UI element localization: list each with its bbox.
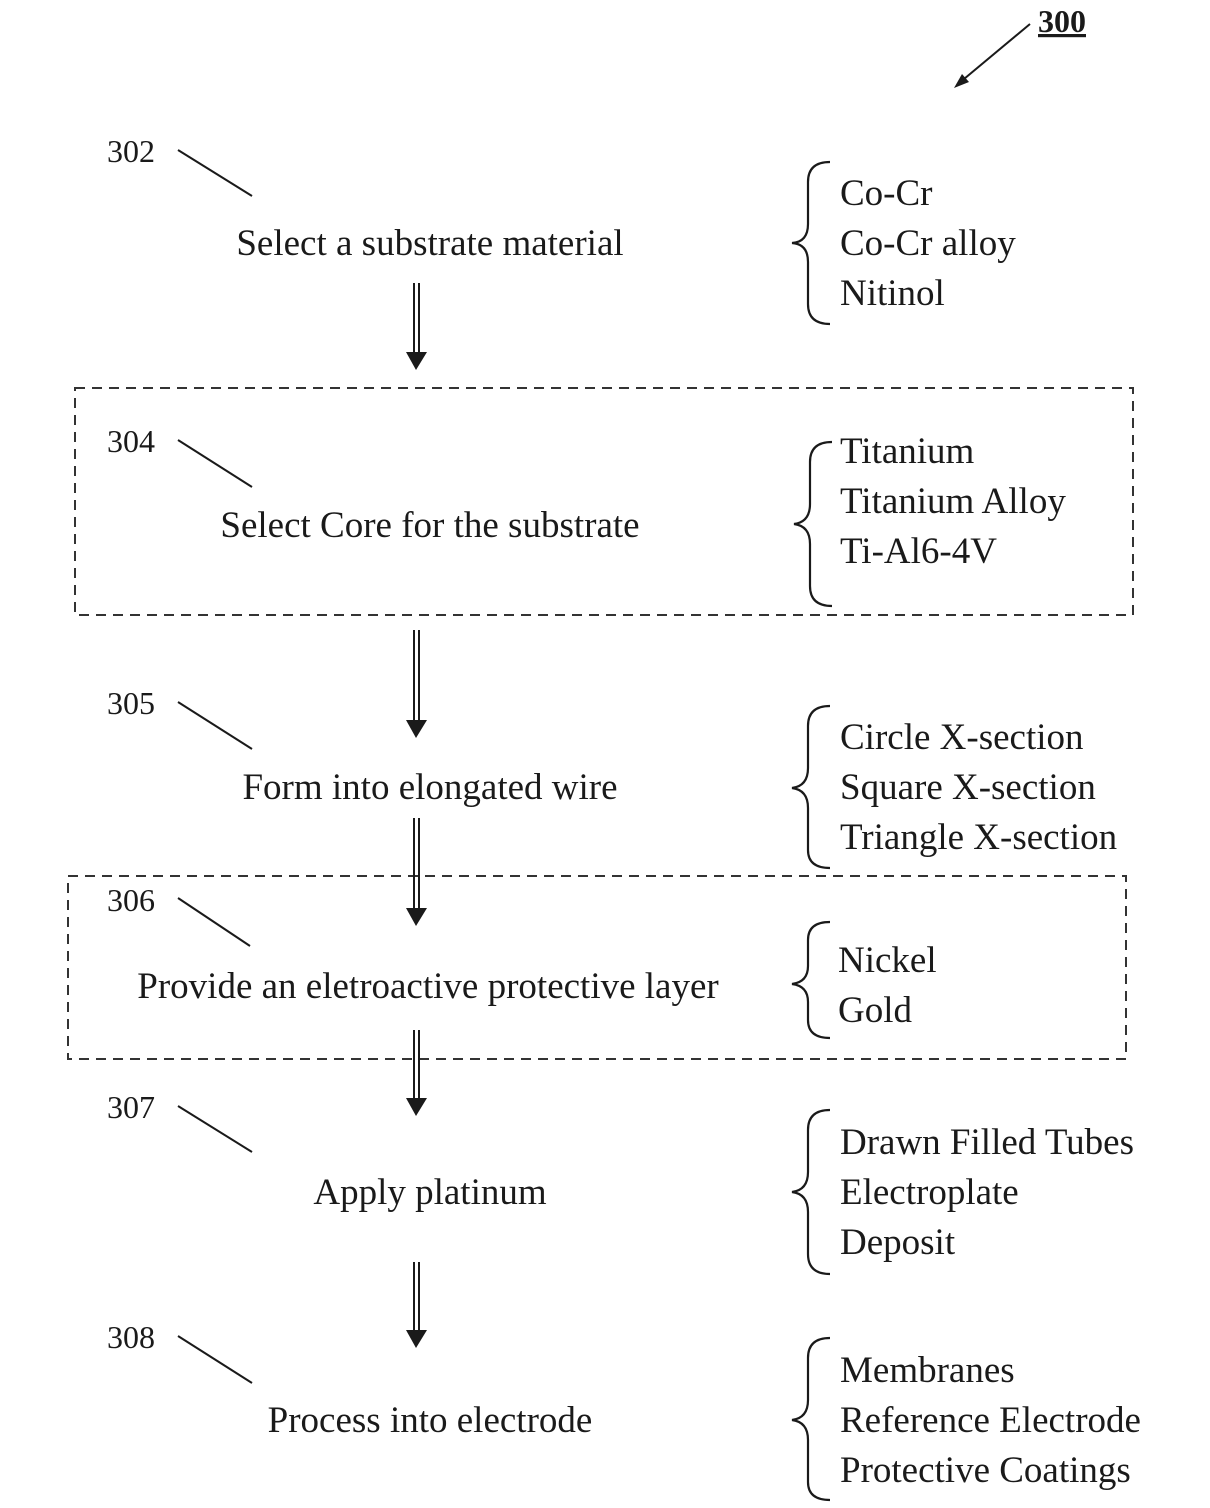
options-brace (792, 922, 830, 1038)
option-item: Gold (838, 990, 913, 1031)
option-item: Nickel (838, 940, 937, 981)
option-item: Drawn Filled Tubes (840, 1122, 1134, 1163)
step-306: 306 Provide an eletroactive protective l… (107, 882, 937, 1038)
figure-number: 300 (1038, 3, 1086, 39)
option-item: Circle X-section (840, 717, 1084, 758)
flow-arrow-307-308 (406, 1262, 427, 1348)
option-item: Electroplate (840, 1172, 1019, 1213)
step-label: Apply platinum (313, 1172, 547, 1213)
options-brace (794, 442, 832, 606)
ref-leader-line (178, 1336, 252, 1383)
step-ref-number: 305 (107, 685, 155, 721)
ref-leader-line (178, 1106, 252, 1152)
option-item: Co-Cr alloy (840, 223, 1016, 264)
step-304: 304 Select Core for the substrate Titani… (107, 423, 1066, 606)
step-ref-number: 308 (107, 1319, 155, 1355)
options-brace (792, 1338, 830, 1500)
ref-leader-line (178, 440, 252, 487)
option-item: Membranes (840, 1350, 1015, 1391)
step-label: Select Core for the substrate (220, 505, 639, 546)
step-label: Form into elongated wire (242, 767, 617, 808)
figure-label: 300 (954, 3, 1086, 88)
option-item: Deposit (840, 1222, 956, 1263)
step-ref-number: 302 (107, 133, 155, 169)
step-308: 308 Process into electrode Membranes Ref… (107, 1319, 1141, 1500)
ref-leader-line (178, 150, 252, 196)
option-item: Square X-section (840, 767, 1096, 808)
step-ref-number: 304 (107, 423, 155, 459)
options-brace (792, 706, 830, 868)
option-item: Reference Electrode (840, 1400, 1141, 1441)
step-ref-number: 307 (107, 1089, 155, 1125)
option-item: Titanium (840, 431, 975, 472)
option-item: Ti-Al6-4V (840, 531, 997, 572)
options-brace (792, 1110, 830, 1274)
flow-arrow-305-306 (406, 818, 427, 926)
options-brace (792, 162, 830, 324)
figure-leader-line (958, 24, 1030, 84)
step-305: 305 Form into elongated wire Circle X-se… (107, 685, 1117, 868)
step-label: Provide an eletroactive protective layer (137, 966, 718, 1007)
step-307: 307 Apply platinum Drawn Filled Tubes El… (107, 1089, 1134, 1274)
option-item: Triangle X-section (840, 817, 1117, 858)
option-item: Co-Cr (840, 173, 933, 214)
flow-arrow-306-307 (406, 1030, 427, 1116)
option-item: Titanium Alloy (840, 481, 1066, 522)
ref-leader-line (178, 898, 250, 946)
step-label: Select a substrate material (236, 223, 623, 264)
step-302: 302 Select a substrate material Co-Cr Co… (107, 133, 1016, 324)
option-item: Protective Coatings (840, 1450, 1131, 1491)
option-item: Nitinol (840, 273, 945, 314)
step-label: Process into electrode (268, 1400, 593, 1441)
step-ref-number: 306 (107, 882, 155, 918)
flow-arrow-304-305 (406, 630, 427, 738)
ref-leader-line (178, 702, 252, 749)
flow-arrow-302-304 (406, 283, 427, 370)
